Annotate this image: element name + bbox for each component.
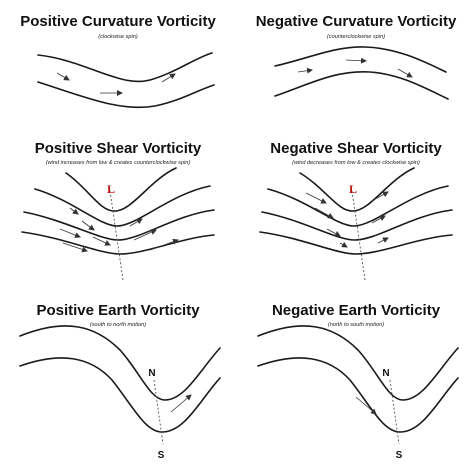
streamline-upper xyxy=(257,325,459,401)
flow-arrow xyxy=(129,218,143,227)
flow-arrow xyxy=(355,396,377,415)
streamline-lower xyxy=(257,357,459,433)
panel-title: Positive Curvature Vorticity xyxy=(20,13,216,30)
flow-arrow xyxy=(369,191,389,203)
flow-arrow xyxy=(56,72,70,81)
flow-arrow xyxy=(339,241,348,248)
north-label: N xyxy=(148,368,155,379)
flow-arrow xyxy=(81,220,95,231)
flow-arrow xyxy=(326,228,341,237)
panel-positive-shear: Positive Shear Vorticity (wind increases… xyxy=(21,140,215,281)
flow-arrow xyxy=(170,394,192,413)
streamline xyxy=(21,231,215,255)
flow-arrow xyxy=(371,215,386,224)
panel-subtitle: (counterclockwise spin) xyxy=(327,34,385,40)
low-pressure-label: L xyxy=(349,182,357,196)
flow-arrow xyxy=(397,68,413,78)
flow-arrow xyxy=(297,67,313,74)
flow-arrow xyxy=(345,57,367,64)
panel-subtitle: (south to north motion) xyxy=(90,322,146,328)
flow-arrow xyxy=(377,237,389,244)
flow-arrow xyxy=(133,229,157,241)
panel-title: Negative Earth Vorticity xyxy=(272,302,441,319)
south-label: S xyxy=(396,450,403,461)
trough-axis xyxy=(351,190,366,281)
low-pressure-label: L xyxy=(107,182,115,196)
meridian-axis xyxy=(389,379,400,445)
streamline-upper xyxy=(37,52,213,83)
panel-subtitle: (clockwise spin) xyxy=(98,34,138,40)
panel-negative-curvature: Negative Curvature Vorticity (counterclo… xyxy=(256,13,457,100)
streamline-upper xyxy=(274,46,447,73)
streamline-lower xyxy=(274,71,449,100)
streamline-lower xyxy=(19,357,221,433)
streamline xyxy=(267,185,449,227)
streamline xyxy=(23,209,215,241)
north-label: N xyxy=(382,368,389,379)
flow-arrow xyxy=(59,228,81,238)
flow-arrow xyxy=(92,236,111,246)
streamline xyxy=(65,167,177,212)
flow-arrow xyxy=(62,242,88,253)
streamline xyxy=(299,167,415,212)
panel-positive-curvature: Positive Curvature Vorticity (clockwise … xyxy=(20,13,216,109)
flow-arrow xyxy=(161,73,176,83)
south-label: S xyxy=(158,450,165,461)
streamline-upper xyxy=(19,325,221,401)
panel-negative-shear: Negative Shear Vorticity (wind decreases… xyxy=(259,140,453,281)
flow-arrow xyxy=(149,238,179,251)
meridian-axis xyxy=(153,379,164,445)
flow-arrow xyxy=(305,192,327,204)
panel-negative-earth: Negative Earth Vorticity (north to south… xyxy=(257,302,459,461)
panel-subtitle: (wind increases from low & creates count… xyxy=(46,160,191,166)
panel-title: Positive Earth Vorticity xyxy=(36,302,200,319)
trough-axis xyxy=(109,190,124,281)
flow-arrow xyxy=(314,207,334,219)
panel-positive-earth: Positive Earth Vorticity (south to north… xyxy=(19,302,221,461)
panel-title: Negative Shear Vorticity xyxy=(270,140,442,157)
panel-title: Positive Shear Vorticity xyxy=(35,140,202,157)
streamline xyxy=(34,185,211,227)
panel-title: Negative Curvature Vorticity xyxy=(256,13,457,30)
flow-arrow xyxy=(69,207,79,215)
panel-subtitle: (wind decreases from low & creates clock… xyxy=(292,160,420,166)
streamline xyxy=(261,209,453,241)
streamline xyxy=(259,231,453,255)
streamline-lower xyxy=(37,81,215,109)
panel-subtitle: (north to south motion) xyxy=(328,322,384,328)
